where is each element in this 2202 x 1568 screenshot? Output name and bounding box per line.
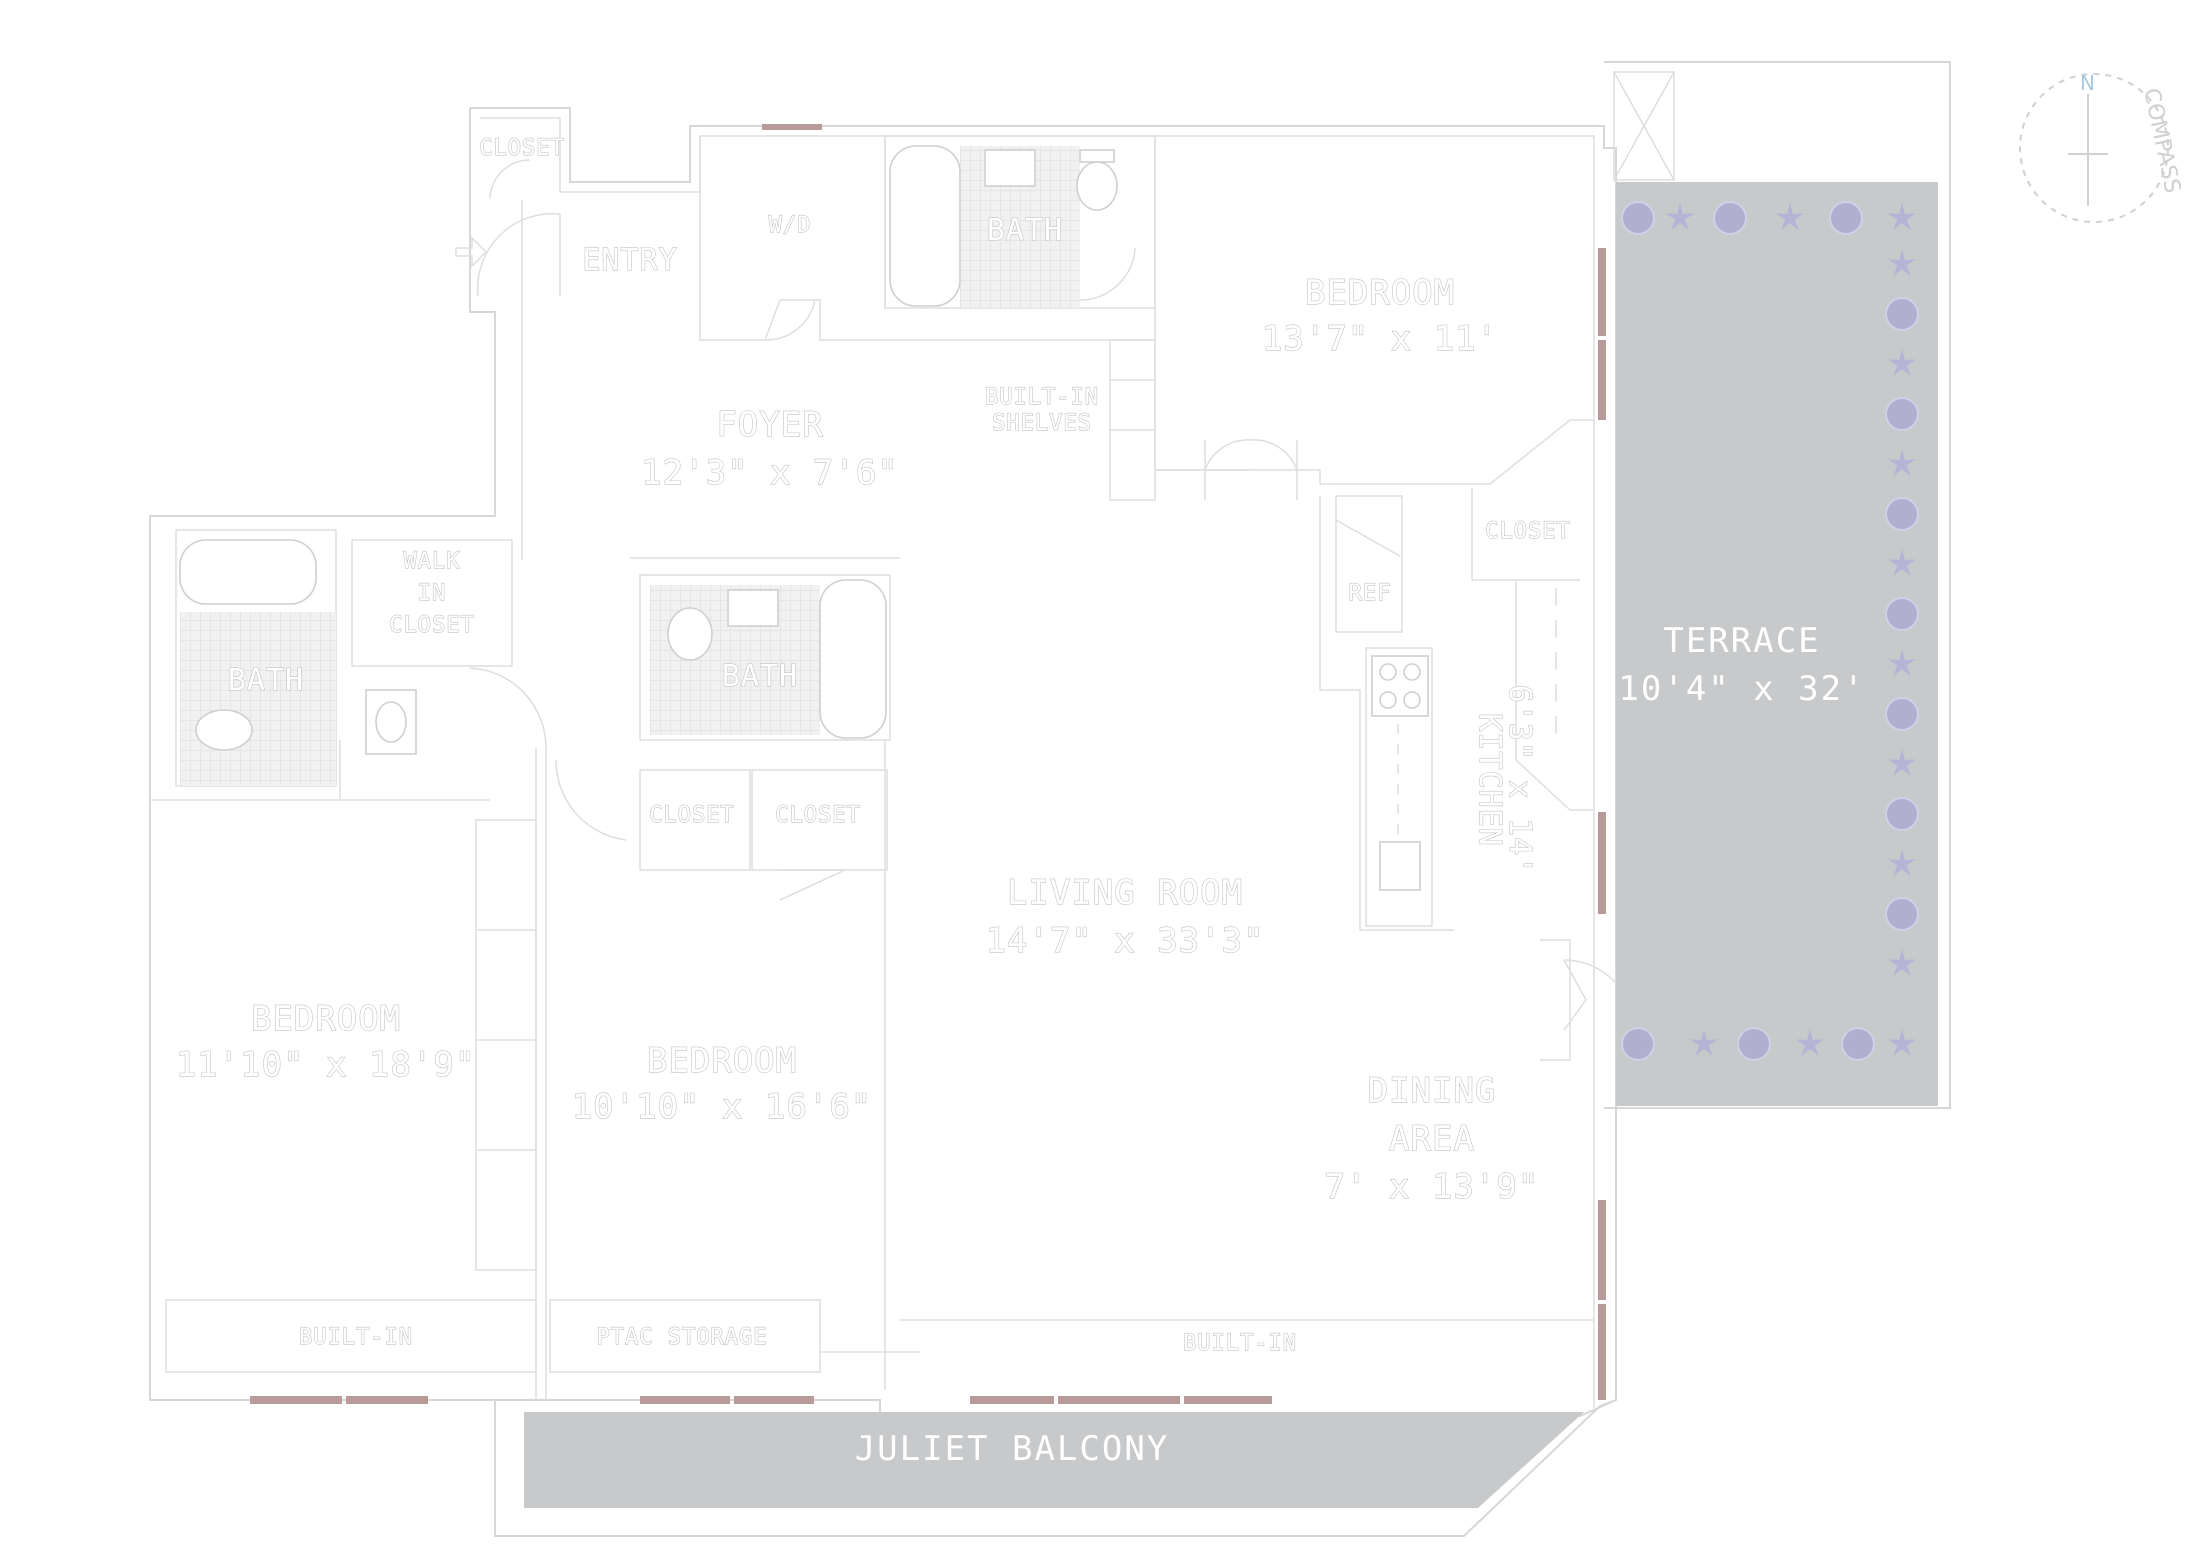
- windows: [250, 124, 1606, 1404]
- built-in-left-label: BUILT-IN: [299, 1325, 413, 1350]
- terrace-plants: [1621, 201, 1919, 1061]
- bath-left-label: BATH: [228, 663, 304, 698]
- built-in-right-label: BUILT-IN: [1183, 1331, 1297, 1356]
- plant-icon: [1795, 1029, 1825, 1057]
- closet-a-label: CLOSET: [649, 803, 734, 828]
- walk-in-closet-line2: IN: [418, 581, 447, 606]
- shrub-icon: [1885, 797, 1919, 831]
- bedroom-left-size: 11'10" x 18'9": [176, 1045, 477, 1085]
- shrub-icon: [1841, 1027, 1875, 1061]
- plant-icon: [1665, 203, 1695, 231]
- built-in-shelves-line2: SHELVES: [992, 411, 1092, 436]
- bedroom-top-size: 13'7" x 11': [1262, 319, 1498, 359]
- kitchen-size: 6'3" x 14': [1502, 685, 1537, 876]
- plant-icon: [1887, 349, 1917, 377]
- plant-icon: [1887, 749, 1917, 777]
- bedroom-top-name: BEDROOM: [1305, 273, 1455, 313]
- shrub-icon: [1885, 497, 1919, 531]
- interior-walls: [150, 135, 1594, 1400]
- shrub-icon: [1621, 1027, 1655, 1061]
- living-room-name: LIVING ROOM: [1007, 873, 1243, 913]
- walk-in-closet-line1: WALK: [404, 549, 461, 574]
- plant-icon: [1887, 449, 1917, 477]
- plant-icon: [1887, 949, 1917, 977]
- compass: N COMPASS: [2019, 71, 2185, 223]
- shrub-icon: [1885, 897, 1919, 931]
- dining-line2: AREA: [1389, 1119, 1475, 1159]
- kitchen-fixtures: [1371, 655, 1429, 891]
- living-room-size: 14'7" x 33'3": [985, 921, 1264, 961]
- outer-walls: [149, 61, 1951, 1537]
- entry-label: ENTRY: [582, 243, 677, 278]
- plant-icon: [1689, 1029, 1719, 1057]
- compass-north-marker: N: [2080, 71, 2095, 95]
- plant-icon: [1887, 649, 1917, 677]
- plant-icon: [1887, 849, 1917, 877]
- plant-icon: [1775, 203, 1805, 231]
- compass-label: COMPASS: [2138, 86, 2185, 195]
- terrace: [1616, 182, 1938, 1106]
- closet-entry-label: CLOSET: [479, 136, 564, 161]
- closet-kitchen-label: CLOSET: [1485, 519, 1570, 544]
- walk-in-closet-line3: CLOSET: [389, 613, 474, 638]
- ref-label: REF: [1349, 581, 1392, 606]
- ptac-storage-label: PTAC STORAGE: [597, 1325, 768, 1350]
- plant-icon: [1887, 1029, 1917, 1057]
- shrub-icon: [1737, 1027, 1771, 1061]
- wd-label: W/D: [769, 213, 812, 238]
- shrub-icon: [1885, 397, 1919, 431]
- bath-mid-label: BATH: [722, 659, 798, 694]
- bedroom-mid-name: BEDROOM: [647, 1041, 797, 1081]
- terrace-name: TERRACE: [1663, 621, 1820, 661]
- shrub-icon: [1885, 297, 1919, 331]
- bath-top-label: BATH: [987, 213, 1063, 248]
- bedroom-mid-size: 10'10" x 16'6": [572, 1087, 873, 1127]
- dining-line1: DINING: [1368, 1071, 1497, 1111]
- shrub-icon: [1713, 201, 1747, 235]
- juliet-balcony-label: JULIET BALCONY: [855, 1429, 1170, 1469]
- built-in-shelves-line1: BUILT-IN: [985, 385, 1099, 410]
- shrub-icon: [1885, 597, 1919, 631]
- juliet-balcony: [524, 1412, 1584, 1508]
- dining-size: 7' x 13'9": [1325, 1167, 1540, 1207]
- shrub-icon: [1621, 201, 1655, 235]
- shrub-icon: [1885, 697, 1919, 731]
- bath-fixtures: [179, 145, 1118, 786]
- kitchen-name: KITCHEN: [1472, 713, 1507, 846]
- foyer-size: 12'3" x 7'6": [641, 453, 899, 493]
- terrace-size: 10'4" x 32': [1618, 669, 1865, 709]
- closet-b-label: CLOSET: [775, 803, 860, 828]
- room-labels: CLOSET ENTRY W/D BATH BEDROOM 13'7" x 11…: [175, 135, 1865, 1469]
- plant-icon: [1887, 549, 1917, 577]
- bedroom-left-name: BEDROOM: [251, 999, 401, 1039]
- foyer-name: FOYER: [716, 405, 823, 445]
- plant-icon: [1887, 249, 1917, 277]
- plant-icon: [1887, 203, 1917, 231]
- shrub-icon: [1829, 201, 1863, 235]
